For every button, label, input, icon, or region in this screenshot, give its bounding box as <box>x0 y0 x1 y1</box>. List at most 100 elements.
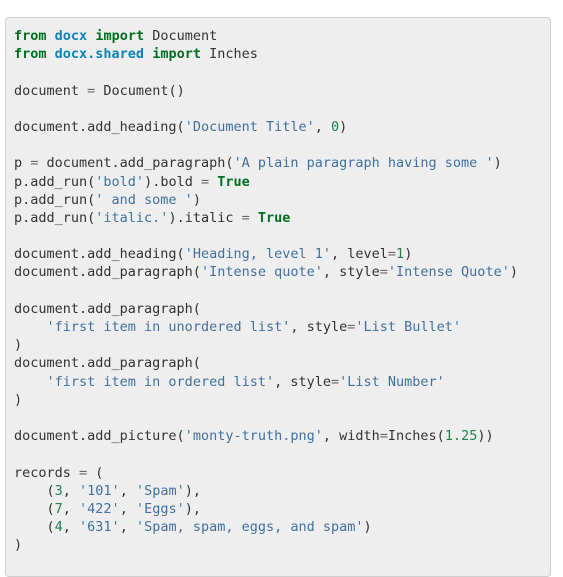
code-token-op: = <box>79 464 88 481</box>
code-token-string: '631' <box>79 519 120 536</box>
code-token-plain: Inches <box>200 46 258 63</box>
code-token-string: 'Intense quote' <box>200 264 323 281</box>
code-token-plain: , <box>314 118 331 135</box>
code-token-module: docx.shared <box>54 46 145 63</box>
code-token-plain <box>47 46 55 62</box>
code-token-plain: , <box>119 482 136 499</box>
code-token-plain: ), <box>184 482 201 499</box>
code-token-plain: ( <box>87 464 104 481</box>
code-token-keyword: from <box>14 46 47 63</box>
code-line: (7, '422', 'Eggs'), <box>14 500 550 518</box>
code-token-plain: document.add_paragraph( <box>38 155 234 172</box>
code-token-plain: ) <box>14 337 23 354</box>
code-token-string: 'bold' <box>95 173 145 190</box>
code-line <box>14 100 550 118</box>
code-token-plain: ) <box>404 246 413 263</box>
code-line <box>14 282 550 300</box>
code-token-plain: ), <box>184 500 201 517</box>
code-token-op: = <box>87 82 96 99</box>
code-token-plain: ).bold <box>144 173 201 190</box>
code-token-keyword: from <box>14 28 47 44</box>
code-token-plain <box>250 210 258 226</box>
code-line: from docx.shared import Inches <box>14 45 550 63</box>
code-line: document.add_paragraph('Intense quote', … <box>14 263 550 281</box>
code-token-plain: Document() <box>95 82 185 99</box>
code-token-plain: document.add_picture( <box>14 428 185 445</box>
code-token-plain: document.add_paragraph( <box>14 355 201 372</box>
code-token-number: 7 <box>54 500 63 517</box>
code-line <box>14 63 550 81</box>
code-token-number: 1 <box>396 246 405 263</box>
code-token-string: '101' <box>79 482 120 499</box>
code-line: document.add_heading('Document Title', 0… <box>14 118 550 136</box>
code-token-plain: , <box>62 500 80 517</box>
code-token-plain: ) <box>509 264 518 281</box>
code-line: 'first item in ordered list', style='Lis… <box>14 373 550 391</box>
code-token-plain: , level <box>331 246 388 263</box>
code-token-plain: ) <box>363 519 372 536</box>
code-line: 'first item in unordered list', style='L… <box>14 318 550 336</box>
code-token-plain: , style <box>290 319 348 335</box>
code-line <box>14 227 550 245</box>
code-token-plain: document.add_paragraph( <box>14 264 201 281</box>
code-token-op: = <box>347 319 356 335</box>
code-line: document.add_paragraph( <box>14 354 550 372</box>
code-token-string: 'Intense Quote' <box>387 264 510 281</box>
code-token-plain: , <box>62 519 80 536</box>
code-line: document = Document() <box>14 82 550 100</box>
code-token-plain: , style <box>274 373 331 390</box>
code-token-plain: p <box>14 155 31 172</box>
code-token-op: = <box>379 264 388 281</box>
code-token-plain: ( <box>14 519 55 536</box>
code-token-plain: p.add_run( <box>14 191 96 208</box>
code-token-keyword: True <box>257 209 291 226</box>
code-token-string: 'List Bullet' <box>355 319 462 335</box>
code-token-module: docx <box>54 28 88 44</box>
code-line: p = document.add_paragraph('A plain para… <box>14 154 550 172</box>
code-token-plain <box>14 319 47 335</box>
code-token-string: 'first item in ordered list' <box>46 373 275 390</box>
code-token-plain: document <box>14 82 88 99</box>
code-token-plain: document.add_heading( <box>14 118 185 135</box>
code-token-op: = <box>200 173 210 190</box>
code-token-plain: p.add_run( <box>14 173 96 190</box>
code-line: ) <box>14 391 550 409</box>
code-token-plain <box>47 28 55 44</box>
code-token-op: = <box>241 209 250 226</box>
code-token-op: = <box>387 246 397 263</box>
code-token-plain: ).italic <box>168 209 242 226</box>
code-token-keyword: import <box>95 28 145 44</box>
code-line: p.add_run('italic.').italic = True <box>14 209 550 227</box>
code-line: from docx import Document <box>14 27 550 45</box>
code-token-plain: Document <box>144 28 218 44</box>
code-token-plain: document.add_paragraph( <box>14 300 201 317</box>
code-token-plain: ) <box>14 391 23 408</box>
code-line: ) <box>14 536 550 554</box>
code-token-string: 'first item in unordered list' <box>46 319 291 335</box>
code-line: document.add_heading('Heading, level 1',… <box>14 245 550 263</box>
code-token-number: 3 <box>54 482 63 499</box>
code-token-plain <box>144 46 152 62</box>
code-line <box>14 409 550 427</box>
code-token-plain: ( <box>14 482 55 499</box>
code-token-string: 'monty-truth.png' <box>184 428 323 445</box>
code-token-string: 'Heading, level 1' <box>184 246 331 263</box>
code-token-plain: records <box>14 464 80 481</box>
code-token-plain: Inches( <box>387 428 445 445</box>
code-token-op: = <box>379 428 388 445</box>
code-token-string: 'List Number' <box>339 373 445 390</box>
code-token-op: = <box>331 373 340 390</box>
code-token-keyword: import <box>152 46 201 63</box>
code-token-number: 1.25 <box>444 428 478 445</box>
code-token-plain: ) <box>192 191 201 208</box>
code-line: (3, '101', 'Spam'), <box>14 482 550 500</box>
code-token-plain: , width <box>322 428 380 445</box>
code-token-string: '422' <box>79 500 120 517</box>
code-line: document.add_picture('monty-truth.png', … <box>14 427 550 445</box>
code-token-plain: ) <box>339 118 348 135</box>
code-token-string: 'Spam, spam, eggs, and spam' <box>135 519 364 536</box>
code-line: p.add_run('bold').bold = True <box>14 173 550 191</box>
code-token-number: 4 <box>54 519 63 536</box>
